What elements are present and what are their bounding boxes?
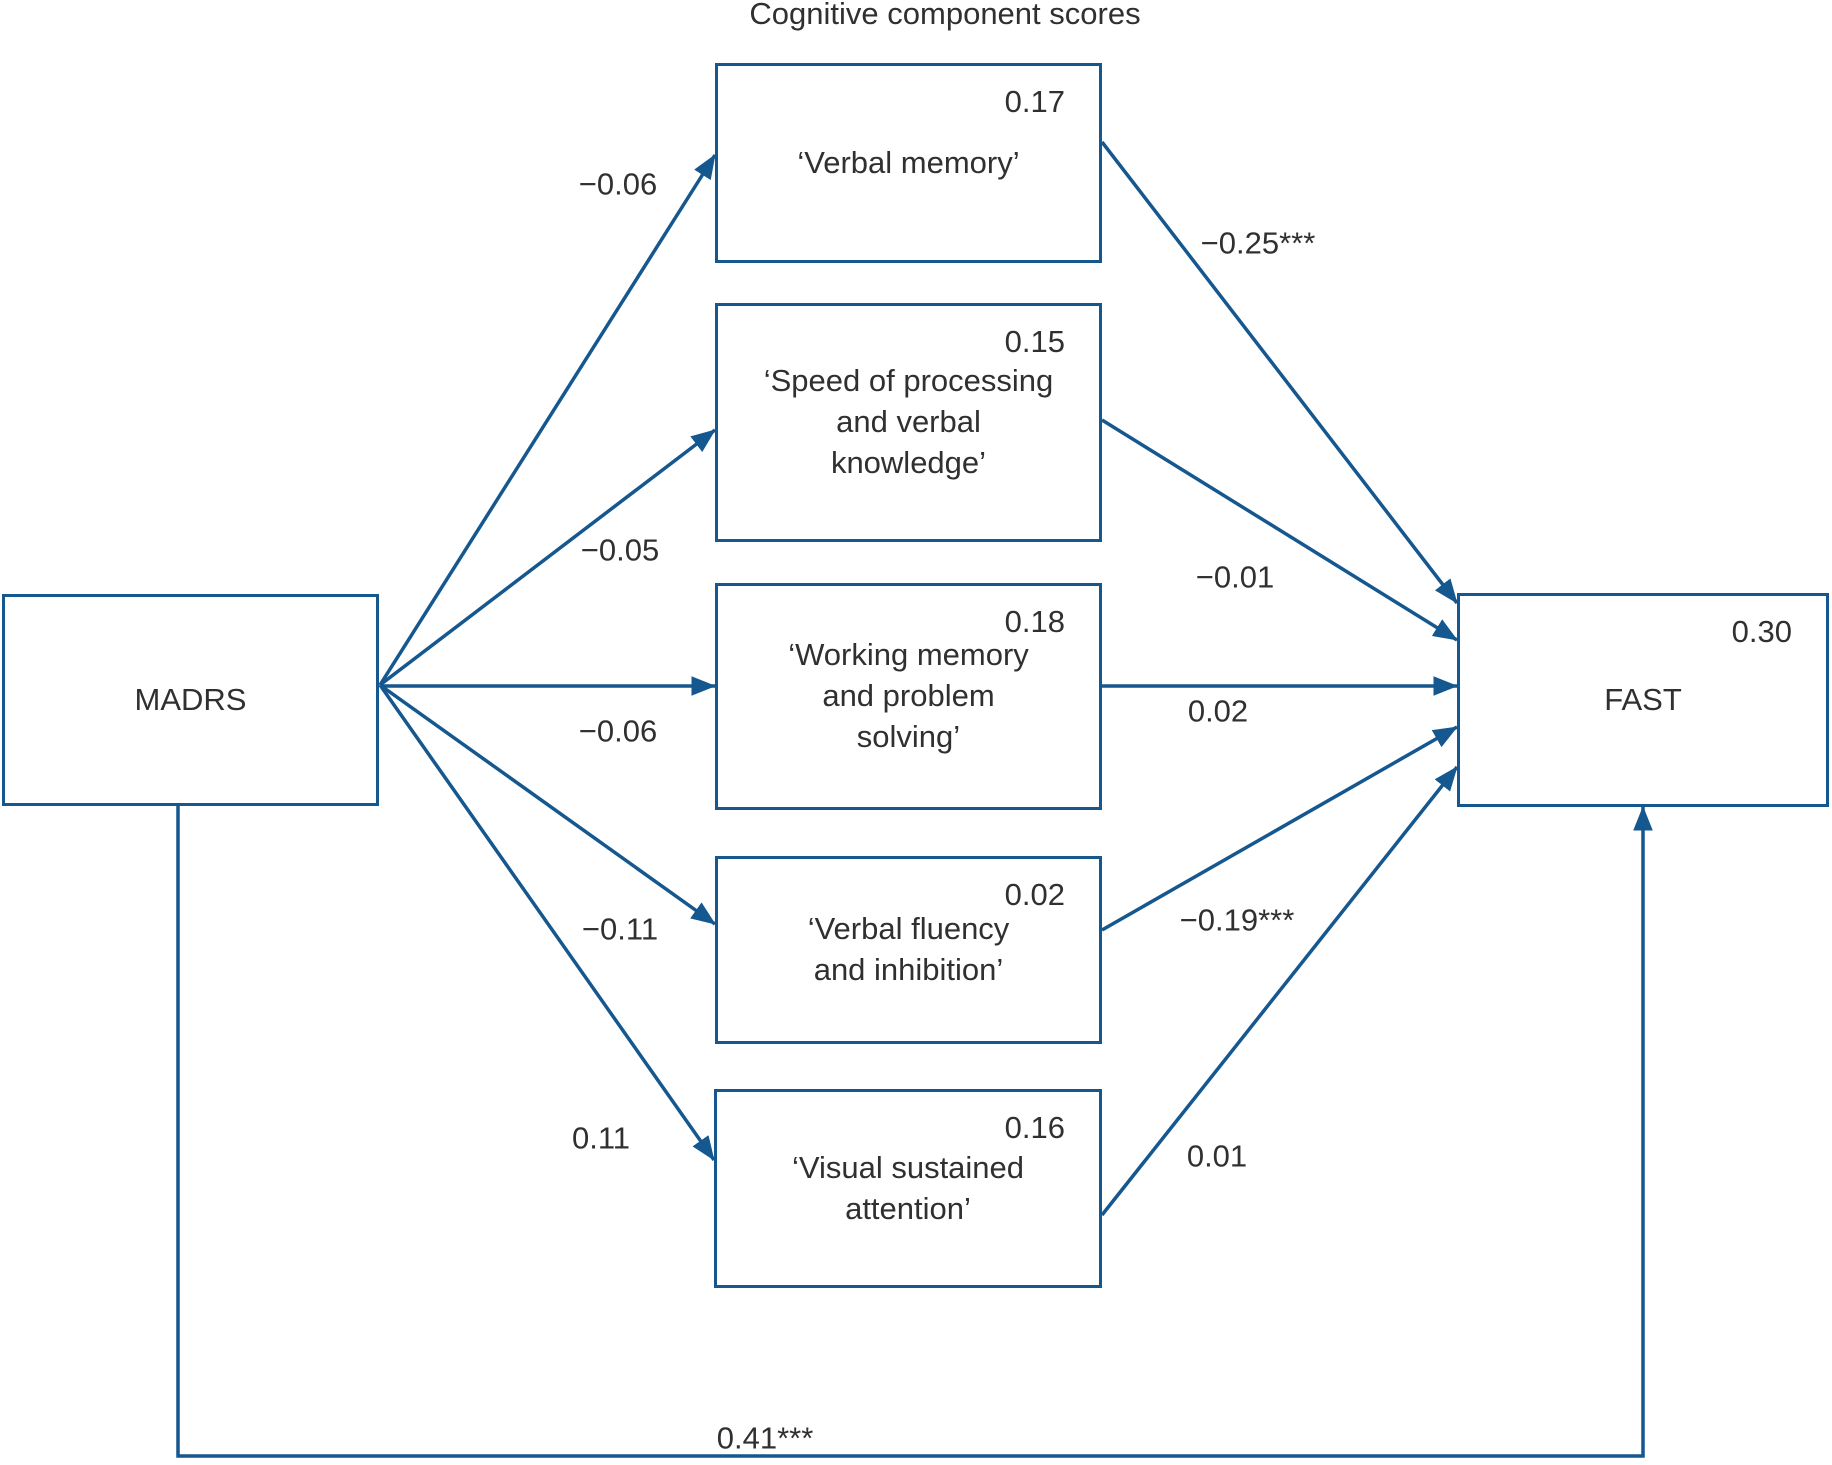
node-working-memory: 0.18 ‘Working memory and problem solving…	[715, 583, 1102, 810]
working-memory-label: ‘Working memory and problem solving’	[788, 637, 1029, 754]
fast-label: FAST	[1604, 681, 1682, 717]
visual-attention-value: 0.16	[1004, 1110, 1065, 1145]
verbal-fluency-label: ‘Verbal fluency and inhibition’	[807, 911, 1010, 987]
coef-madrs-fast-direct: 0.41***	[716, 1420, 814, 1456]
arrow-madrs-to-verbal-fluency	[378, 683, 717, 926]
coef-working-memory-fast: 0.02	[1187, 693, 1249, 729]
node-madrs: MADRS	[2, 594, 379, 806]
verbal-memory-value: 0.17	[1004, 84, 1065, 119]
coef-madrs-speed-of-processing: −0.05	[580, 532, 660, 568]
arrow-verbal-memory-to-fast	[1100, 140, 1459, 605]
verbal-fluency-value: 0.02	[1004, 877, 1065, 912]
coef-madrs-visual-attention: 0.11	[571, 1120, 631, 1156]
arrow-speed-of-processing-to-fast	[1101, 418, 1458, 642]
working-memory-value: 0.18	[1004, 604, 1065, 639]
arrow-madrs-to-speed-of-processing	[378, 428, 717, 687]
speed-of-processing-label: ‘Speed of processing and verbal knowledg…	[763, 363, 1054, 480]
fast-value: 0.30	[1731, 614, 1792, 649]
coef-madrs-working-memory: −0.06	[578, 713, 658, 749]
verbal-memory-label: ‘Verbal memory’	[797, 144, 1020, 180]
node-verbal-memory: 0.17 ‘Verbal memory’	[715, 63, 1102, 263]
node-visual-attention: 0.16 ‘Visual sustained attention’	[714, 1089, 1102, 1288]
coef-verbal-fluency-fast: −0.19***	[1179, 902, 1295, 938]
coef-verbal-memory-fast: −0.25***	[1200, 225, 1316, 261]
madrs-label: MADRS	[134, 681, 247, 717]
speed-of-processing-value: 0.15	[1004, 324, 1065, 359]
coef-madrs-verbal-fluency: −0.11	[581, 911, 659, 947]
node-verbal-fluency: 0.02 ‘Verbal fluency and inhibition’	[715, 856, 1102, 1044]
coef-visual-attention-fast: 0.01	[1186, 1138, 1248, 1174]
node-speed-of-processing: 0.15 ‘Speed of processing and verbal kno…	[715, 303, 1102, 542]
arrow-visual-attention-to-fast	[1100, 765, 1459, 1217]
visual-attention-label: ‘Visual sustained attention’	[791, 1149, 1025, 1226]
figure-title: Cognitive component scores	[749, 0, 1141, 31]
arrow-madrs-direct-to-fast	[176, 806, 1653, 1458]
node-fast: 0.30 FAST	[1457, 593, 1829, 807]
coef-madrs-verbal-memory: −0.06	[578, 166, 658, 202]
arrow-madrs-to-verbal-memory	[378, 154, 717, 686]
coef-speed-of-processing-fast: −0.01	[1195, 559, 1275, 595]
arrow-verbal-fluency-to-fast	[1101, 725, 1458, 932]
arrow-madrs-to-visual-attention	[378, 683, 716, 1162]
